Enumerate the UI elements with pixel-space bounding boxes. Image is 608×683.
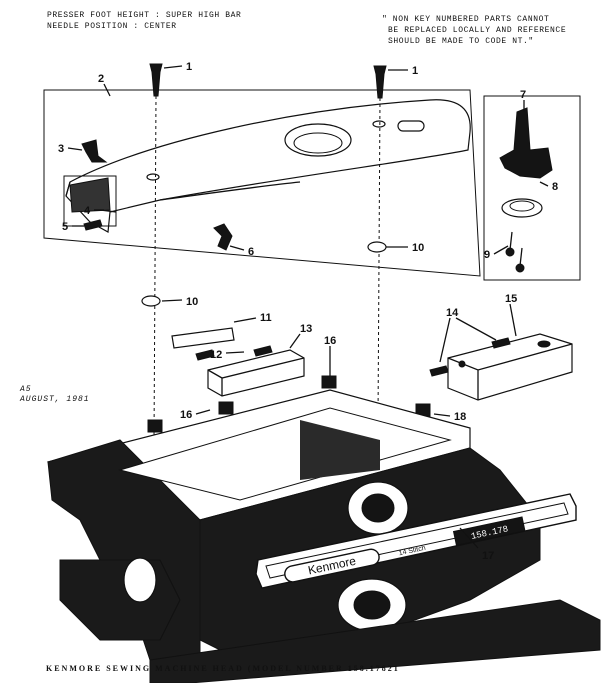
presser-bar-bracket <box>499 107 553 179</box>
plate-11 <box>171 327 235 349</box>
callout-14: 14 <box>446 307 459 319</box>
presser-ring <box>501 198 543 218</box>
callout-2: 2 <box>98 73 104 85</box>
cover-round-opening-inner <box>293 132 343 154</box>
callout-16-lower: 16 <box>180 409 192 421</box>
note-needle-position: NEEDLE POSITION : CENTER <box>47 22 177 31</box>
callout-1-left: 1 <box>186 61 192 73</box>
cover-hole-right <box>372 120 386 128</box>
fasteners <box>81 63 387 441</box>
cover-hole-left <box>146 173 160 181</box>
replacement-notes: " NON KEY NUMBERED PARTS CANNOT BE REPLA… <box>382 14 566 47</box>
callout-12: 12 <box>210 349 222 361</box>
callout-6: 6 <box>248 246 254 258</box>
block-15-edges <box>447 343 573 400</box>
note-line-1: " NON KEY NUMBERED PARTS CANNOT <box>382 15 550 24</box>
bracket-13-top <box>207 357 305 396</box>
presser-screw-head-1 <box>505 247 515 257</box>
callout-7: 7 <box>520 89 526 101</box>
washer-10-right <box>367 241 387 253</box>
callout-15: 15 <box>505 293 517 305</box>
callout-16-upper: 16 <box>324 335 336 347</box>
callout-9: 9 <box>484 249 490 261</box>
clip-16-b <box>218 401 234 415</box>
base-plate <box>149 599 601 683</box>
part-3-clip <box>81 139 108 163</box>
callout-10-left: 10 <box>186 296 198 308</box>
presser-foot-inset <box>483 95 581 281</box>
handwheel-hole <box>361 493 395 523</box>
revision-code: A5 <box>20 385 32 394</box>
block-15-hole <box>537 340 551 348</box>
head-inner-cavity <box>118 407 452 501</box>
callout-8: 8 <box>552 181 558 193</box>
callout-17: 17 <box>482 550 494 562</box>
date-note: A5 AUGUST, 1981 <box>20 385 90 405</box>
note-line-3: SHOULD BE MADE TO CODE NT." <box>388 37 534 46</box>
cover-underside <box>65 181 301 201</box>
block-assembly-14-15 <box>429 333 573 401</box>
callout-10-right: 10 <box>412 242 424 254</box>
lower-arm-ring <box>123 557 157 603</box>
cover-backdrop-panel <box>43 89 481 277</box>
nameplate-17: Kenmore 14 Stitch 158.178 <box>255 493 577 589</box>
presser-screws <box>509 231 523 267</box>
diagram-caption: KENMORE SEWING MACHINE HEAD (MODEL NUMBE… <box>46 664 400 673</box>
inset-frame <box>483 95 581 281</box>
screw-1-right <box>373 65 387 99</box>
top-cover <box>65 99 471 233</box>
note-presser-foot-height: PRESSER FOOT HEIGHT : SUPER HIGH BAR <box>47 11 242 20</box>
revision-date: AUGUST, 1981 <box>20 395 90 404</box>
screws-12 <box>195 345 273 361</box>
clip-16-c <box>147 419 163 433</box>
callout-5: 5 <box>62 221 68 233</box>
callout-13: 13 <box>300 323 312 335</box>
callout-3: 3 <box>58 143 64 155</box>
callout-numbers: 1 1 2 3 4 5 6 7 8 9 10 10 11 12 13 14 15… <box>58 61 558 562</box>
top-cover-assembly <box>43 89 481 277</box>
nameplate-inner <box>265 502 569 579</box>
presser-ring-inner <box>509 200 535 212</box>
cover-end-shading <box>69 177 111 213</box>
cover-slot <box>397 120 425 132</box>
block-15-hole-2 <box>458 360 466 368</box>
bracket-assembly-11-13 <box>171 327 305 397</box>
callout-18: 18 <box>454 411 466 423</box>
washer-10-left <box>141 295 161 307</box>
part-6-latch <box>213 223 233 251</box>
callout-4: 4 <box>84 205 91 217</box>
part-5-screw <box>83 219 103 231</box>
machine-head-body <box>47 389 601 683</box>
screw-1-left <box>149 63 163 97</box>
model-number-box <box>452 516 526 546</box>
brand-badge <box>284 548 380 583</box>
lower-arm <box>59 559 181 641</box>
clip-16-a <box>321 375 337 389</box>
screws-14 <box>429 337 511 377</box>
callout-1-right: 1 <box>412 65 418 77</box>
presser-screw-head-2 <box>515 263 525 273</box>
leader-lines <box>67 65 549 549</box>
note-line-2: BE REPLACED LOCALLY AND REFERENCE <box>388 26 567 35</box>
head-inner-shading <box>300 420 380 480</box>
base-hole <box>353 590 391 620</box>
cover-round-opening <box>284 123 352 157</box>
presser-foot-notes: PRESSER FOOT HEIGHT : SUPER HIGH BAR NEE… <box>47 10 241 32</box>
callout-11: 11 <box>260 312 272 324</box>
bracket-13 <box>207 349 305 397</box>
block-15 <box>447 333 573 401</box>
